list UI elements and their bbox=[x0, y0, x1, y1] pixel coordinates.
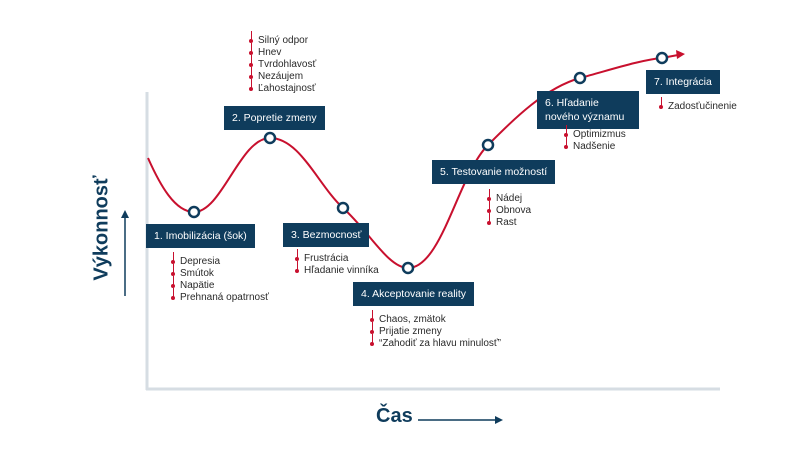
stage-items-6: Optimizmus Nadšenie bbox=[564, 125, 626, 153]
stage-marker-2 bbox=[263, 131, 277, 145]
stage-marker-7 bbox=[655, 51, 669, 65]
list-item: Zadosťučinenie bbox=[659, 97, 737, 113]
stage-items-3: Frustrácia Hľadanie vinníka bbox=[295, 249, 379, 277]
stage-items-7: Zadosťučinenie bbox=[659, 97, 737, 113]
list-item: Prehnaná opatrnosť bbox=[171, 288, 269, 304]
stage-label-1: 1. Imobilizácia (šok) bbox=[146, 224, 255, 248]
stage-label-4: 4. Akceptovanie reality bbox=[353, 282, 475, 306]
stage-label-6: 6. Hľadanie nového významu bbox=[537, 91, 639, 129]
y-axis-title: Výkonnosť bbox=[90, 175, 113, 281]
stage-markers bbox=[187, 51, 669, 275]
list-item: Napätie bbox=[171, 276, 269, 292]
list-item: Tvrdohlavosť bbox=[249, 55, 316, 71]
stage-label-3: 3. Bezmocnosť bbox=[283, 223, 370, 247]
list-item: Depresia bbox=[171, 252, 269, 268]
stage-label-5: 5. Testovanie možností bbox=[432, 160, 556, 184]
curve-arrowhead bbox=[676, 50, 685, 59]
x-axis-arrowhead bbox=[495, 416, 503, 424]
list-item: “Zahodiť za hlavu minulosť” bbox=[370, 334, 501, 350]
stage-marker-4 bbox=[401, 261, 415, 275]
stage-items-4: Chaos, zmätok Prijatie zmeny “Zahodiť za… bbox=[370, 310, 501, 350]
stage-marker-6 bbox=[573, 71, 587, 85]
list-item: Nádej bbox=[487, 189, 531, 205]
list-item: Nadšenie bbox=[564, 137, 626, 153]
list-item: Ľahostajnosť bbox=[249, 79, 316, 95]
stage-marker-5 bbox=[481, 138, 495, 152]
list-item: Hľadanie vinníka bbox=[295, 261, 379, 277]
stage-marker-3 bbox=[336, 201, 350, 215]
list-item: Chaos, zmätok bbox=[370, 310, 501, 326]
list-item: Silný odpor bbox=[249, 31, 316, 47]
stage-label-2: 2. Popretie zmeny bbox=[224, 106, 325, 130]
stage-items-5: Nádej Obnova Rast bbox=[487, 189, 531, 229]
stage-marker-1 bbox=[187, 205, 201, 219]
stage-label-7: 7. Integrácia bbox=[646, 70, 720, 94]
list-item: Hnev bbox=[249, 43, 316, 59]
list-item: Prijatie zmeny bbox=[370, 322, 501, 338]
y-axis-arrowhead bbox=[121, 210, 129, 218]
list-item: Frustrácia bbox=[295, 249, 379, 265]
list-item: Smútok bbox=[171, 264, 269, 280]
x-axis-title: Čas bbox=[376, 405, 413, 427]
list-item: Obnova bbox=[487, 201, 531, 217]
stage-items-2: Silný odpor Hnev Tvrdohlavosť Nezáujem Ľ… bbox=[249, 31, 316, 95]
list-item: Rast bbox=[487, 213, 531, 229]
performance-curve bbox=[147, 54, 679, 270]
stage-items-1: Depresia Smútok Napätie Prehnaná opatrno… bbox=[171, 252, 269, 304]
list-item: Nezáujem bbox=[249, 67, 316, 83]
list-item: Optimizmus bbox=[564, 125, 626, 141]
